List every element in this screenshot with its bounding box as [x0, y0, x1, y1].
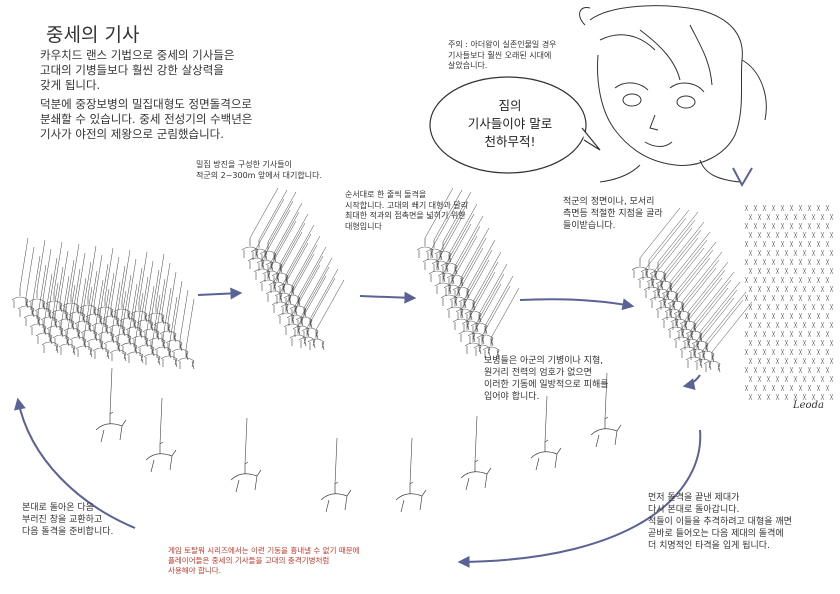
formation-column-4 [631, 207, 753, 373]
step-5-caption: 먼저 돌격을 끝낸 제대가 다시 본대로 돌아갑니다. 적들이 이들을 추격하려… [648, 493, 792, 551]
return-arrow-left [14, 397, 136, 529]
return-arrow-bottom [457, 429, 702, 568]
character-sketch [579, 5, 767, 183]
step-6-caption: 본대로 돌아온 다음 부러진 창을 교환하고 다음 돌격을 준비합니다. [22, 503, 114, 537]
step-4-caption: 보병들은 아군의 기병이나 지형, 원거리 전력의 엄호가 없으면 이러한 기동… [484, 356, 609, 402]
intro-paragraph-1: 카우치드 랜스 기법으로 중세의 기사들은 고대의 기병들보다 훨씬 강한 살상… [40, 48, 235, 92]
step-2-caption: 순서대로 한 줄씩 돌격을 시작합니다. 고대의 쐐기 대형과 달리 최대한 적… [345, 190, 469, 231]
enemy-infantry-block [744, 204, 834, 401]
page-title: 중세의 기사 [46, 24, 140, 46]
step-3-caption: 적군의 정면이나, 모서리 측면등 적절한 지점을 골라 들이받습니다. [563, 197, 663, 231]
speech-bubble-outline [429, 76, 587, 174]
step-1-caption: 밀집 방진을 구성한 기사들이 적군의 2~300m 앞에서 대기합니다. [196, 160, 322, 180]
flow-arrow-3 [519, 298, 635, 311]
flow-arrow-4 [682, 374, 701, 390]
intro-paragraph-2: 덕분에 중장보병의 밀집대형도 정면돌격으로 분쇄할 수 있습니다. 중세 전성… [40, 97, 253, 141]
formation-block-dense [11, 237, 195, 370]
speech-bubble-tail [581, 127, 601, 151]
footnote-top: 주의 : 아더왕이 실존인물일 경우 기사들보다 훨씬 오래된 시대에 살았습니… [448, 40, 557, 70]
pointer-arrow [732, 167, 753, 188]
flow-arrow-1 [197, 287, 243, 300]
formation-column-2 [241, 187, 345, 351]
red-note: 게임 토탈워 시리즈에서는 이런 기동을 흉내낼 수 없기 때문에 플레이어들은… [168, 546, 360, 575]
returning-riders [95, 367, 622, 513]
speech-bubble-text: 짐의 기사들이야 말로 천하무적! [467, 98, 553, 149]
artist-signature: Leoda [793, 400, 824, 411]
flow-arrow-2 [359, 291, 417, 304]
formation-column-3 [416, 187, 520, 359]
